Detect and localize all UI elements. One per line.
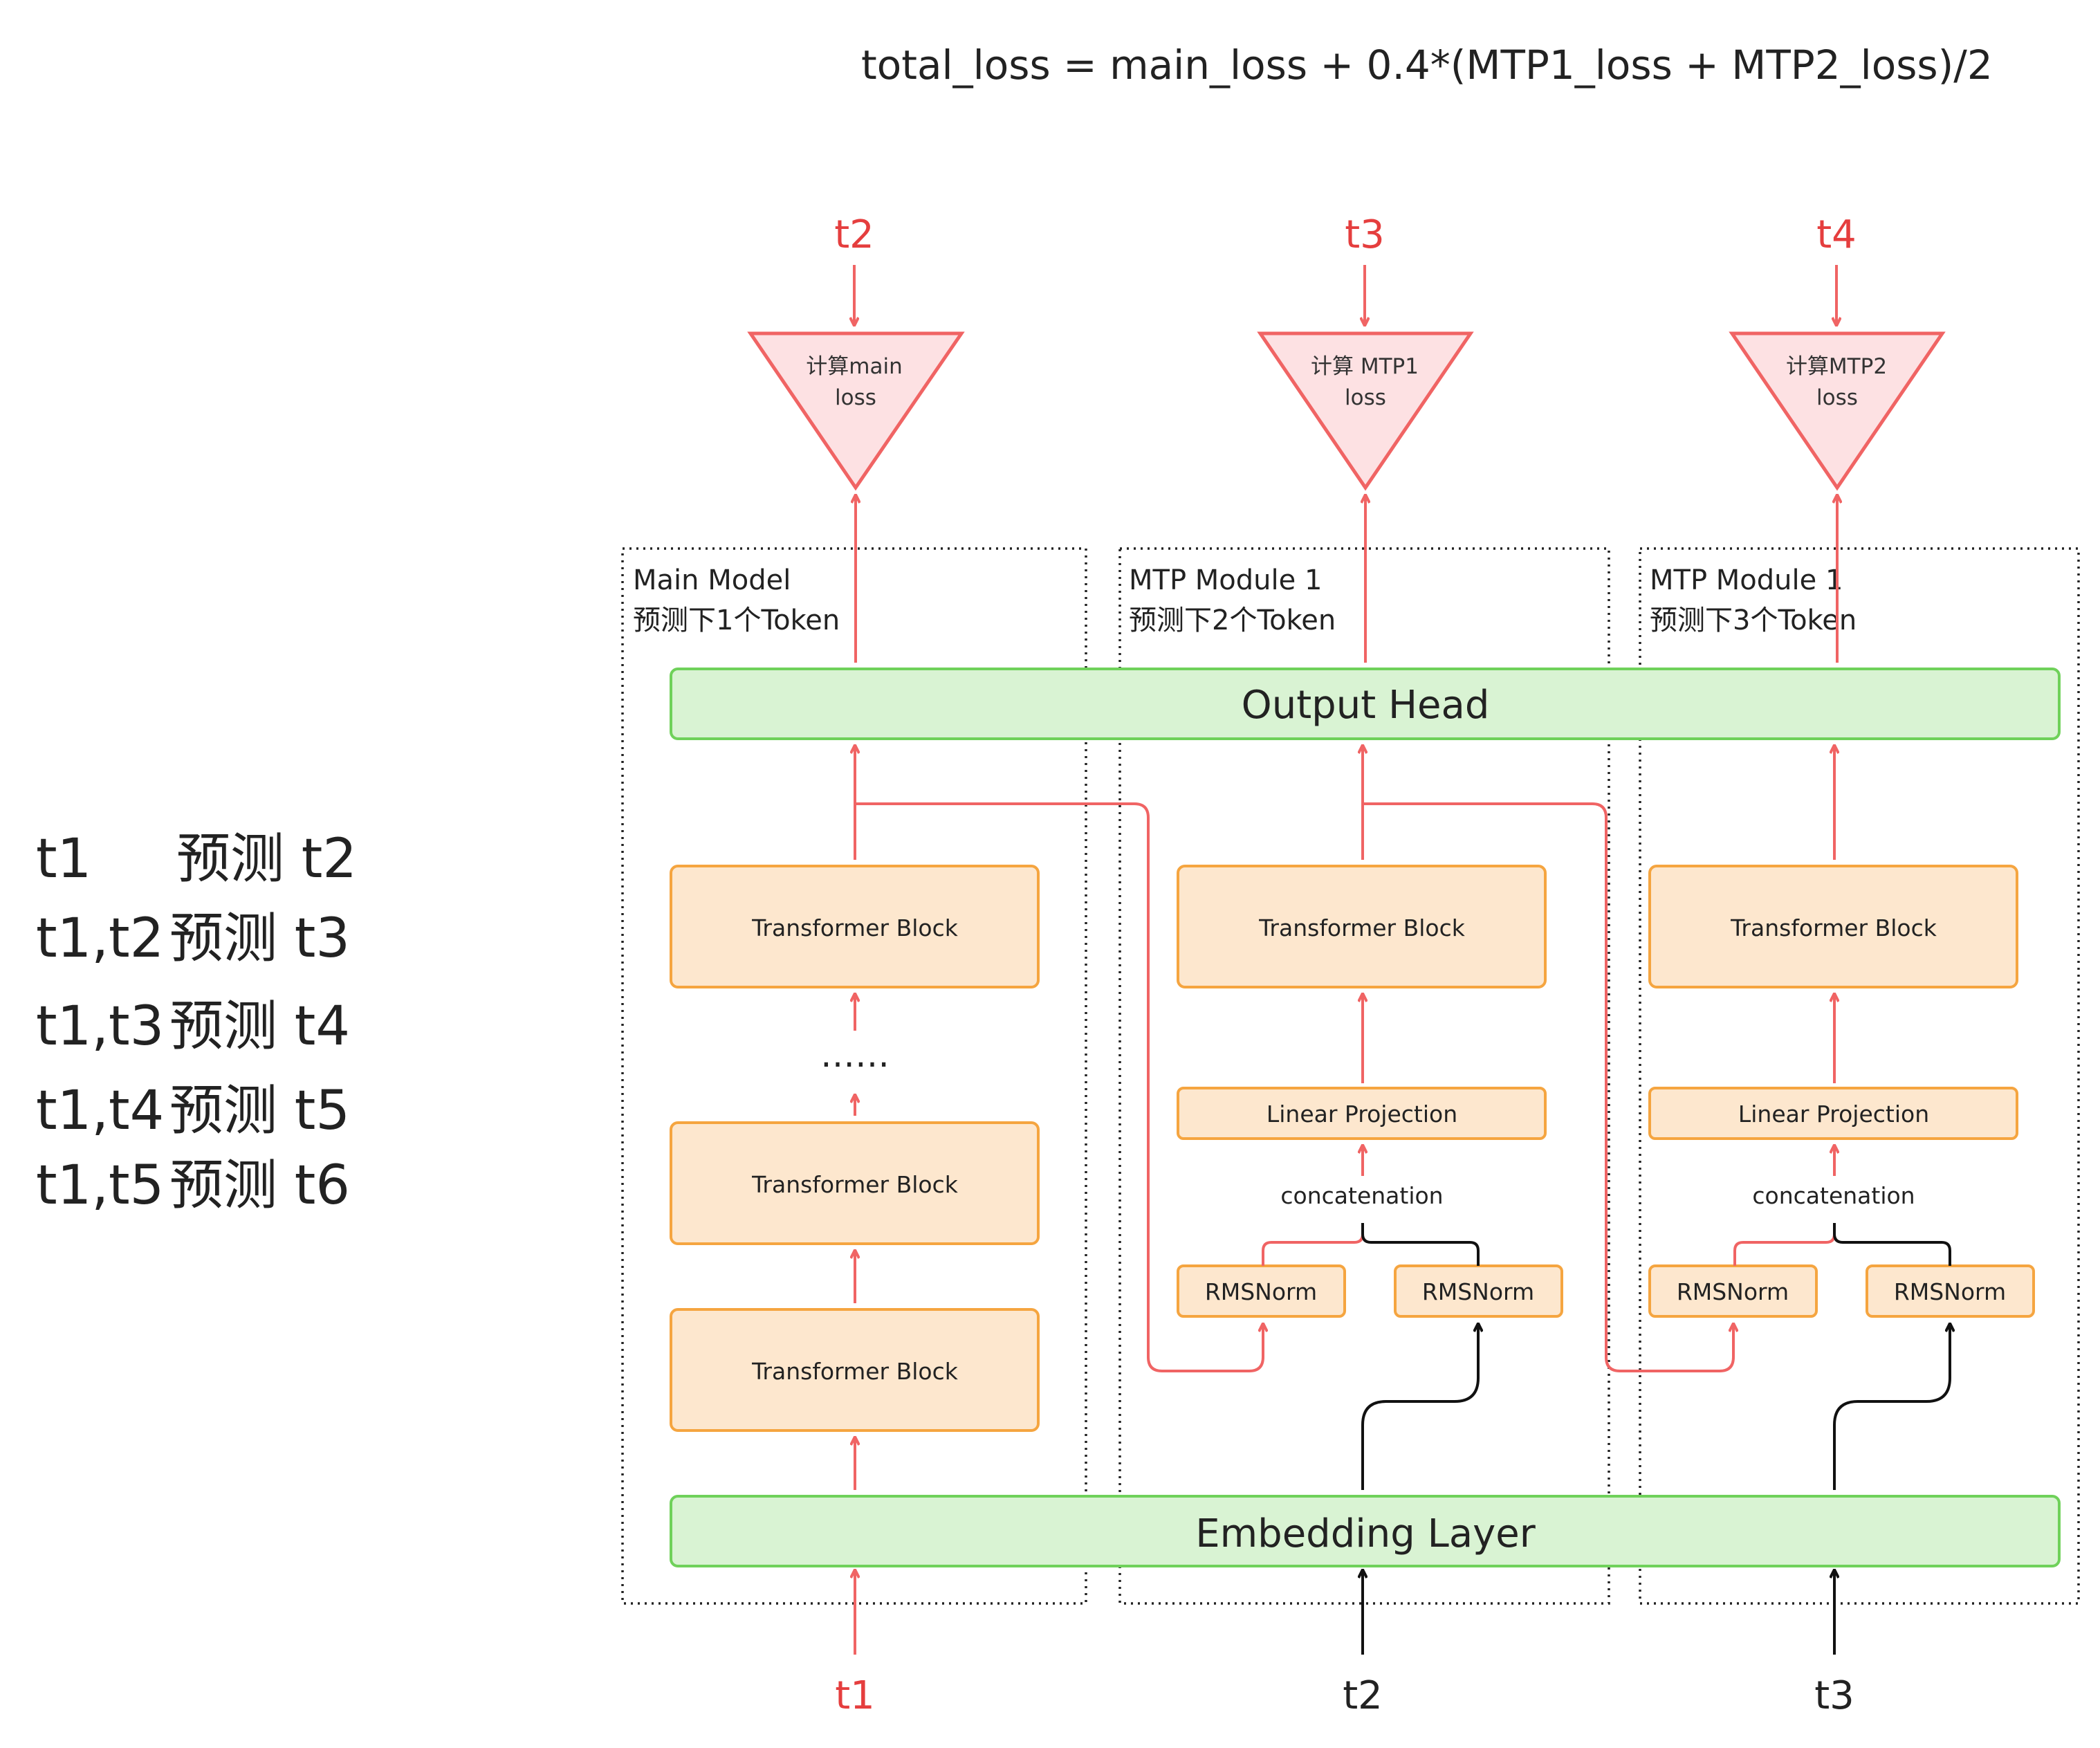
input-token: t2 xyxy=(1343,1673,1383,1718)
side-note-verb: 预测 t3 xyxy=(169,908,350,970)
side-note-left: t1,t5 xyxy=(36,1154,164,1217)
main-model-desc: 预测下1个Token xyxy=(633,605,840,636)
mtp-module-1-box xyxy=(1118,547,1610,1605)
embedding-connector xyxy=(1361,1324,1478,1490)
embedding-connector xyxy=(1833,1324,1950,1490)
side-note-left: t1 xyxy=(36,828,91,890)
total-loss-formula: total_loss = main_loss + 0.4*(MTP1_loss … xyxy=(861,42,1993,89)
transformer-block-label: Transformer Block xyxy=(751,914,959,941)
concat-connector xyxy=(1361,1223,1480,1266)
linear-projection-label: Linear Projection xyxy=(1738,1101,1929,1128)
loss-label: 计算main xyxy=(806,354,902,379)
embedding-layer-label: Embedding Layer xyxy=(1195,1511,1536,1556)
transformer-block-label: Transformer Block xyxy=(751,1171,959,1198)
target-token: t2 xyxy=(834,212,874,257)
mtp1-loss-triangle xyxy=(1257,331,1474,491)
input-token: t3 xyxy=(1814,1673,1854,1718)
side-note-left: t1,t4 xyxy=(36,1080,164,1142)
rmsnorm-label: RMSNorm xyxy=(1205,1278,1317,1305)
transformer-block-label: Transformer Block xyxy=(1730,914,1937,941)
rmsnorm xyxy=(1648,1264,1818,1318)
concat-connector xyxy=(1833,1223,1951,1266)
side-note-verb: 预测 t5 xyxy=(169,1080,350,1142)
side-note-verb: 预测 t2 xyxy=(176,828,357,890)
mtp-module-2-label: MTP Module 1 xyxy=(1650,564,1843,596)
side-notes: t1 预测 t2 t1,t2 预测 t3 t1,t3 预测 t4 t1,t4 预… xyxy=(36,828,357,1217)
loss-label: 计算MTP2 xyxy=(1786,354,1887,379)
transformer-block xyxy=(670,1308,1040,1432)
hidden-state-connector xyxy=(855,802,1263,1372)
embedding-layer xyxy=(670,1495,2061,1567)
transformer-block-label: Transformer Block xyxy=(1258,914,1466,941)
loss-label: 计算 MTP1 xyxy=(1311,354,1419,379)
target-token: t3 xyxy=(1345,212,1385,257)
loss-label: loss xyxy=(835,385,876,410)
concatenation-label: concatenation xyxy=(1752,1182,1915,1209)
rmsnorm-label: RMSNorm xyxy=(1894,1278,2006,1305)
rmsnorm xyxy=(1177,1264,1346,1318)
ellipsis: …… xyxy=(820,1035,890,1075)
transformer-block xyxy=(1648,865,2018,988)
transformer-block xyxy=(670,1121,1040,1245)
mtp2-loss-triangle xyxy=(1729,331,1946,491)
hidden-state-connector xyxy=(1363,802,1733,1372)
output-head xyxy=(670,668,2061,740)
loss-label: loss xyxy=(1345,385,1386,410)
rmsnorm-label: RMSNorm xyxy=(1677,1278,1789,1305)
rmsnorm-label: RMSNorm xyxy=(1422,1278,1534,1305)
side-note-verb: 预测 t6 xyxy=(169,1154,350,1217)
transformer-block xyxy=(670,865,1040,988)
side-note-left: t1,t3 xyxy=(36,995,164,1058)
linear-projection-label: Linear Projection xyxy=(1267,1101,1457,1128)
side-note-verb: 预测 t4 xyxy=(169,995,350,1058)
concat-connector xyxy=(1733,1223,1836,1266)
mtp-module-1-desc: 预测下2个Token xyxy=(1129,605,1336,636)
loss-label: loss xyxy=(1816,385,1858,410)
linear-projection xyxy=(1177,1087,1547,1140)
mtp-module-2-desc: 预测下3个Token xyxy=(1650,605,1857,636)
main-model-label: Main Model xyxy=(633,564,791,596)
output-head-label: Output Head xyxy=(1242,683,1490,728)
transformer-block xyxy=(1177,865,1547,988)
concat-connector xyxy=(1262,1223,1364,1266)
transformer-block-label: Transformer Block xyxy=(751,1358,959,1385)
linear-projection xyxy=(1648,1087,2018,1140)
target-token: t4 xyxy=(1816,212,1857,257)
input-token: t1 xyxy=(835,1673,875,1718)
mtp-module-1-label: MTP Module 1 xyxy=(1129,564,1322,596)
side-note-left: t1,t2 xyxy=(36,908,164,970)
main-loss-triangle xyxy=(747,331,965,491)
concatenation-label: concatenation xyxy=(1280,1182,1443,1209)
